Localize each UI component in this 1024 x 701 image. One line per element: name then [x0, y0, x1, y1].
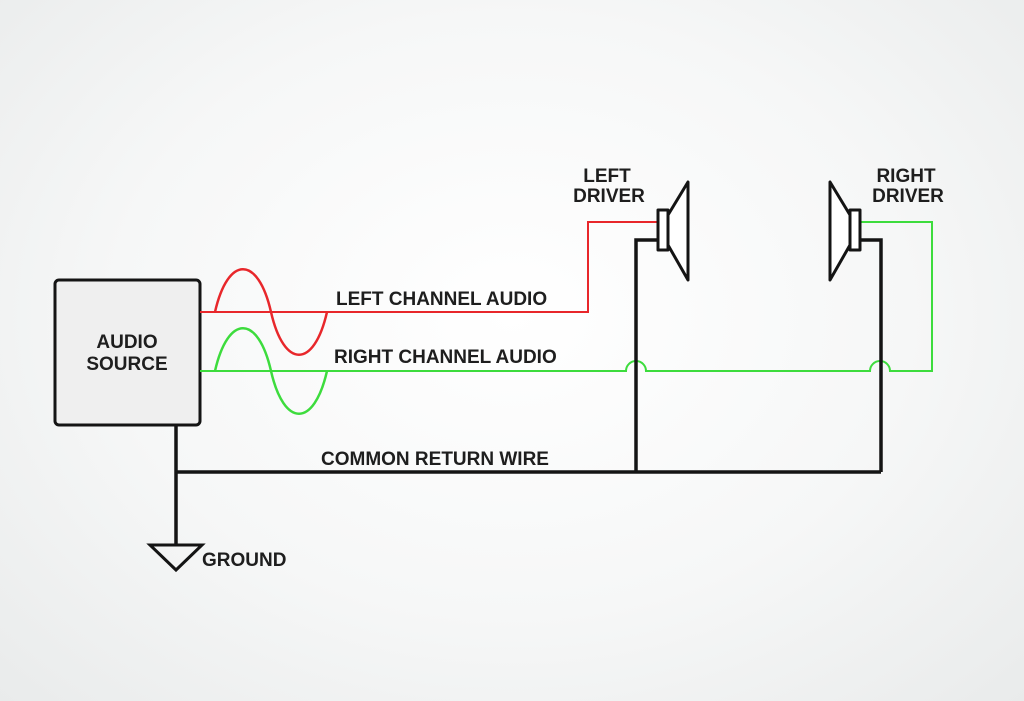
right-sine-wave-icon — [213, 327, 329, 415]
left-driver-label-line1: LEFT — [583, 166, 631, 187]
left-driver-speaker-icon — [656, 180, 690, 282]
left-channel-label: LEFT CHANNEL AUDIO — [336, 289, 547, 310]
ground-icon — [146, 543, 206, 573]
audio-source-box — [53, 278, 202, 427]
right-driver-label-line1: RIGHT — [876, 166, 936, 187]
ground-label: GROUND — [202, 550, 286, 571]
common-return-wire — [174, 238, 883, 545]
right-channel-label: RIGHT CHANNEL AUDIO — [334, 347, 557, 368]
common-return-label: COMMON RETURN WIRE — [321, 449, 549, 470]
right-driver-label-line2: DRIVER — [872, 186, 944, 207]
audio-source-label-line1: AUDIO — [96, 332, 157, 353]
left-sine-wave-icon — [213, 268, 329, 356]
left-driver-label-line2: DRIVER — [573, 186, 645, 207]
right-driver-speaker-icon — [828, 180, 862, 282]
audio-source-label-line2: SOURCE — [86, 354, 167, 375]
left-channel-wire — [200, 221, 658, 313]
right-channel-wire — [200, 221, 933, 372]
